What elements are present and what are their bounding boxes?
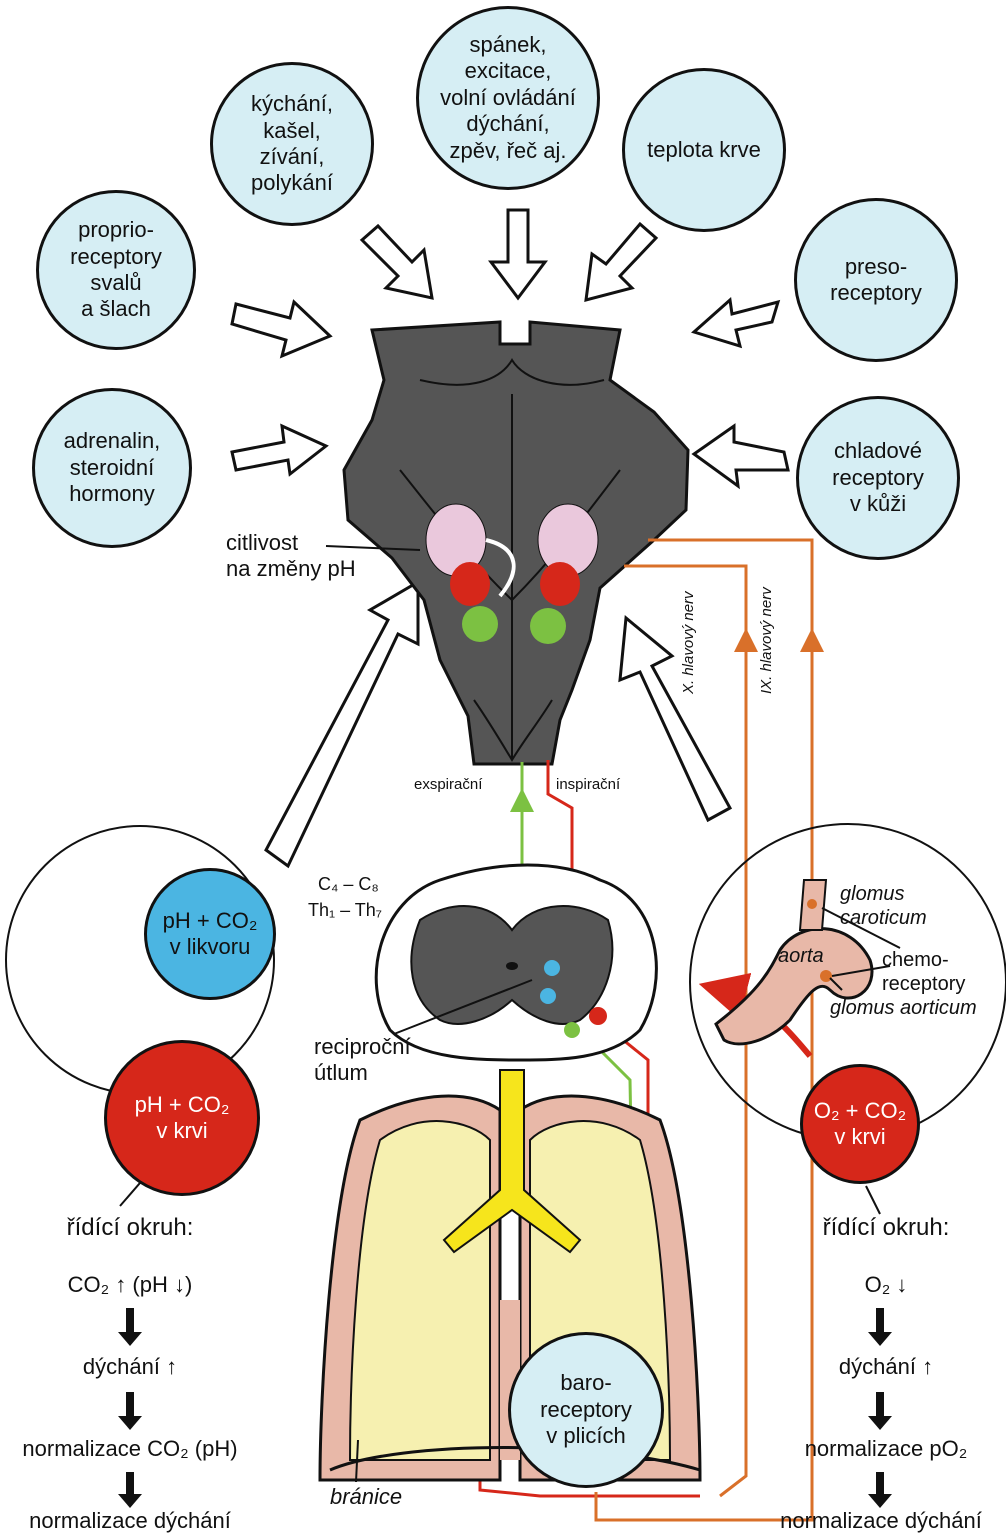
bubble-blood-temperature: teplota krve xyxy=(622,68,786,232)
bubble-baroreceptors: baro- receptory v plicích xyxy=(508,1332,664,1488)
glomus-aorticum-dot xyxy=(820,970,832,982)
right-step-1: O₂ ↓ xyxy=(776,1272,996,1298)
label-ph-sensitivity: citlivost na změny pH xyxy=(226,530,356,583)
label-glomus-caroticum: glomus caroticum xyxy=(840,882,927,930)
label-segments-c: C₄ – C₈ xyxy=(318,874,379,896)
glomus-caroticum-dot xyxy=(807,899,817,909)
spinal-cord xyxy=(376,865,656,1060)
label-segments-th: Th₁ – Th₇ xyxy=(308,900,382,922)
bubble-o2-blood: O₂ + CO₂ v krvi xyxy=(800,1064,920,1184)
left-step-4: normalizace dýchání xyxy=(0,1508,260,1534)
exp-center-right xyxy=(530,608,566,644)
bubble-sneeze-cough: kýchání, kašel, zívání, polykání xyxy=(210,62,374,226)
arrow-sleep xyxy=(491,210,545,298)
motoneuron-blue-1 xyxy=(544,960,560,976)
bubble-adrenalin: adrenalin, steroidní hormony xyxy=(32,388,192,548)
left-flow-arrows xyxy=(118,1308,142,1508)
bubble-ph-liquor: pH + CO₂ v likvoru xyxy=(144,868,276,1000)
arrow-adrenalin xyxy=(232,426,326,474)
arrow-big-left xyxy=(266,582,418,866)
label-nerve-x: X. hlavový nerv xyxy=(680,554,698,694)
left-step-1: CO₂ ↑ (pH ↓) xyxy=(20,1272,240,1298)
left-circuit-title: řídící okruh: xyxy=(20,1214,240,1242)
label-chemoreceptors: chemo- receptory xyxy=(882,948,965,996)
bubble-cold-receptors: chladové receptory v kůži xyxy=(796,396,960,560)
bubble-proprioceptors: proprio- receptory svalů a šlach xyxy=(36,190,196,350)
insp-center-right xyxy=(540,562,580,606)
label-inspiratory: inspirační xyxy=(556,776,620,794)
motoneuron-blue-2 xyxy=(540,988,556,1004)
label-expiratory: exspirační xyxy=(414,776,482,794)
right-step-3: normalizace pO₂ xyxy=(776,1436,996,1462)
label-reciprocal-inhibition: reciproční útlum xyxy=(314,1034,411,1087)
arrow-temp xyxy=(586,224,656,300)
brainstem xyxy=(344,322,688,764)
bubble-pressoreceptors: preso- receptory xyxy=(794,198,958,362)
label-aorta: aorta xyxy=(778,944,824,968)
motoneuron-green xyxy=(564,1022,580,1038)
bubble-ph-blood: pH + CO₂ v krvi xyxy=(104,1040,260,1196)
label-diaphragm: bránice xyxy=(330,1484,402,1510)
left-step-2: dýchání ↑ xyxy=(20,1354,240,1380)
label-nerve-ix: IX. hlavový nerv xyxy=(758,554,776,694)
right-circuit-title: řídící okruh: xyxy=(776,1214,996,1242)
arrow-proprio xyxy=(232,302,330,356)
arrow-big-right xyxy=(620,618,730,820)
label-glomus-aorticum: glomus aorticum xyxy=(830,996,977,1020)
arrow-preso xyxy=(694,300,778,346)
exp-center-left xyxy=(462,606,498,642)
right-step-2: dýchání ↑ xyxy=(776,1354,996,1380)
insp-center-left xyxy=(450,562,490,606)
motoneuron-red xyxy=(589,1007,607,1025)
bubble-sleep-voluntary: spánek, excitace, volní ovládání dýchání… xyxy=(416,6,600,190)
right-flow-arrows xyxy=(868,1308,892,1508)
right-step-4: normalizace dýchání xyxy=(756,1508,1006,1534)
arrow-sneeze xyxy=(362,226,432,298)
left-step-3: normalizace CO₂ (pH) xyxy=(0,1436,260,1462)
arrow-cold xyxy=(694,426,788,486)
